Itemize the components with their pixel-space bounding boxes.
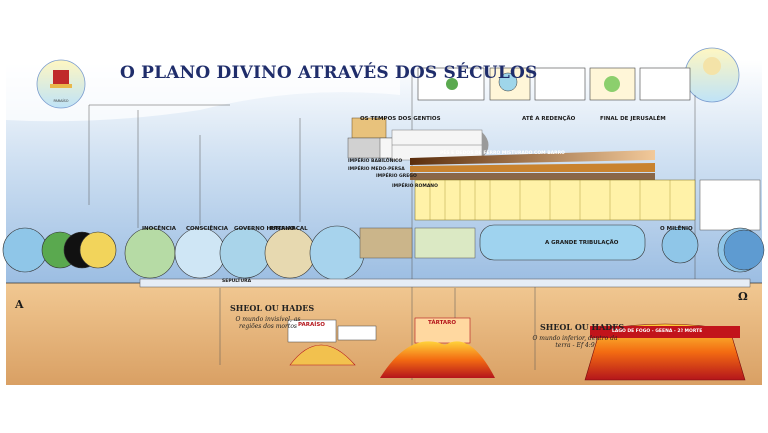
omega-globe: [723, 229, 765, 271]
label-final-jerusalem: FINAL DE JERUSALÉM: [600, 116, 666, 122]
sky-clouds: [6, 60, 400, 122]
church-age-strip: [414, 227, 476, 259]
church-age-band: [414, 179, 696, 221]
tartaro-box: [414, 317, 471, 344]
right-info-box: [699, 179, 761, 231]
label-inocencia: INOCÊNCIA: [142, 226, 177, 232]
label-tartaro: TÁRTARO: [428, 320, 457, 326]
page-title: O PLANO DIVINO ATRAVÉS DOS SÉCULOS: [120, 63, 538, 83]
alpha-symbol: A: [15, 298, 24, 311]
label-sheol-right-sub: O mundo inferior, dentro da terra - Ef 4…: [532, 335, 618, 349]
label-lago-de-fogo: LAGO DE FOGO - GEENA - 2ª MORTE: [612, 329, 703, 334]
top-box-5: [639, 67, 691, 101]
label-consciencia: CONSCIÊNCIA: [186, 226, 229, 232]
label-ate-redencao: ATÉ A REDENÇÃO: [522, 116, 576, 122]
history-rays: [410, 150, 655, 182]
paraiso-box: [287, 319, 337, 343]
daniel-statue: [347, 117, 489, 161]
tribulation-band: [479, 224, 646, 261]
sepultura-band: [139, 278, 751, 288]
label-paraiso: PARAÍSO: [298, 322, 325, 328]
label-milenio: O MILÊNIO: [660, 226, 693, 232]
label-imperio-grego: IMPÉRIO GREGO: [376, 174, 417, 179]
label-imperio-romano: IMPÉRIO ROMANO: [392, 184, 438, 189]
label-patriarcal: PATRIARCAL: [270, 226, 308, 232]
tartaro-fire: [380, 341, 495, 378]
omega-symbol: Ω: [738, 290, 748, 303]
label-sheol-left-sub: O mundo invisível, as regiões dos mortos: [235, 316, 301, 330]
top-box-3: [534, 67, 586, 101]
label-governo-humano: GOVERNO HUMANO: [234, 226, 295, 232]
svg-text:PARAÍSO: PARAÍSO: [54, 98, 69, 103]
label-sheol-left: SHEOL OU HADES: [230, 303, 315, 313]
label-ferro-barro: PÉS E DEDOS DE FERRO MISTURADO COM BARRO: [440, 151, 565, 156]
label-imperio-babilonico: IMPÉRIO BABILÔNICO: [348, 159, 403, 164]
label-imperio-medo-persa: IMPÉRIO MEDO-PERSA: [348, 167, 405, 172]
label-tempos-gentios: OS TEMPOS DOS GENTIOS: [360, 116, 441, 122]
abismo-box: [337, 325, 377, 341]
church-age-columns: [429, 180, 671, 220]
label-sepultura: SEPULTURA: [222, 279, 252, 284]
paraiso-mound: [289, 344, 356, 366]
label-grande-tribulacao: A GRANDE TRIBULAÇÃO: [545, 240, 619, 246]
label-sheol-right: SHEOL OU HADES: [540, 322, 625, 332]
